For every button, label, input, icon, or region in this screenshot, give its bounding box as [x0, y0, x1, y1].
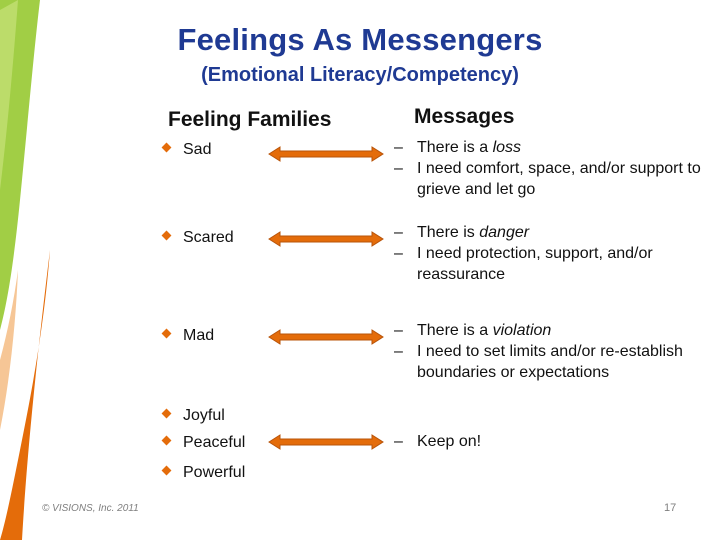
message-item: –There is a loss: [394, 139, 522, 156]
message-item: –Keep on!: [394, 433, 482, 450]
double-arrow-icon: [268, 434, 384, 450]
diamond-bullet-icon: [161, 142, 172, 153]
decorative-swoosh: [0, 0, 50, 540]
double-arrow-icon: [268, 329, 384, 345]
message-item: –I need protection, support, and/or reas…: [394, 245, 653, 283]
diamond-bullet-icon: [161, 435, 172, 446]
messages-sad: –There is a loss –I need comfort, space,…: [394, 137, 710, 200]
message-item: –There is a violation: [394, 322, 552, 339]
diamond-bullet-icon: [161, 408, 172, 419]
message-item: –I need to set limits and/or re-establis…: [394, 343, 683, 381]
messages-scared: –There is danger –I need protection, sup…: [394, 222, 710, 285]
page-number: 17: [664, 502, 677, 514]
slide-subtitle: (Emotional Literacy/Competency): [201, 64, 519, 86]
diamond-bullet-icon: [161, 230, 172, 241]
message-item: –There is danger: [394, 224, 530, 241]
copyright-footer: © VISIONS, Inc. 2011: [42, 503, 139, 514]
diamond-bullet-icon: [161, 465, 172, 476]
double-arrow-icon: [268, 146, 384, 162]
feeling-item-powerful: Powerful: [161, 464, 245, 482]
messages-mad: –There is a violation –I need to set lim…: [394, 320, 710, 383]
message-item: –I need comfort, space, and/or support t…: [394, 160, 701, 198]
slide-title: Feelings As Messengers: [177, 22, 543, 57]
messages-positive: –Keep on!: [394, 431, 710, 452]
feeling-item-scared: Scared: [161, 229, 234, 247]
feeling-item-mad: Mad: [161, 327, 214, 345]
messages-header: Messages: [414, 105, 515, 128]
feeling-families-header: Feeling Families: [168, 108, 332, 131]
feeling-item-sad: Sad: [161, 141, 211, 159]
feeling-item-joyful: Joyful: [161, 407, 225, 425]
double-arrow-icon: [268, 231, 384, 247]
diamond-bullet-icon: [161, 328, 172, 339]
feeling-item-peaceful: Peaceful: [161, 434, 245, 452]
